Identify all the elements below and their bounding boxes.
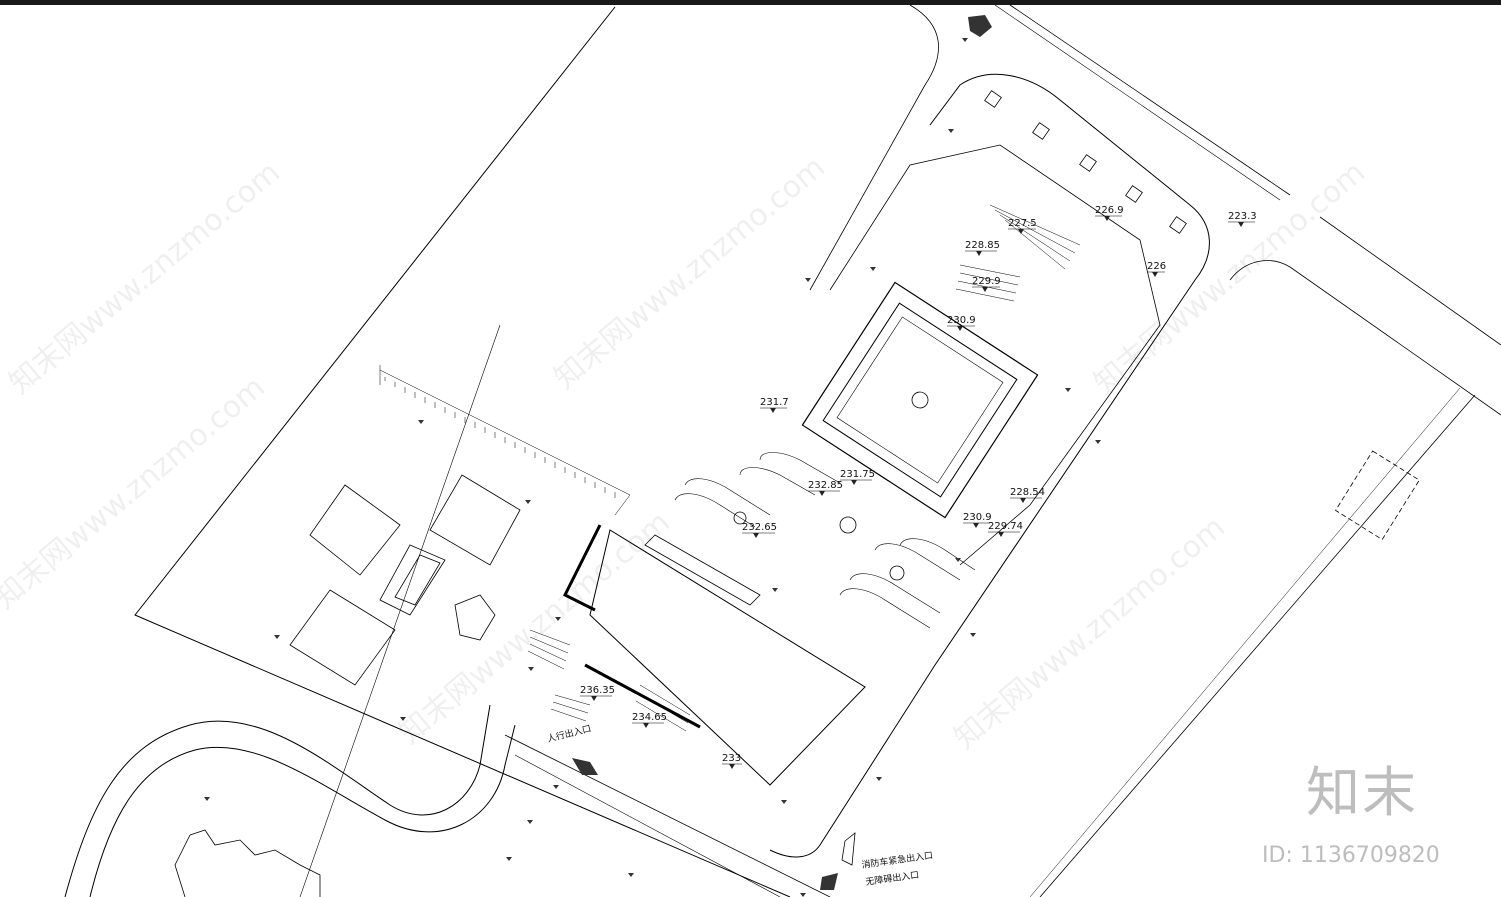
- elevation-markers: [204, 38, 1101, 897]
- road-edge-inner: [994, 5, 1281, 201]
- pedestrian-entrance-arrow: [572, 758, 598, 775]
- elevation-label: 223.3: [1228, 211, 1257, 227]
- fire-truck-entrance-label: 消防车紧急出入口: [861, 849, 934, 871]
- plaza-tree: [839, 516, 857, 534]
- watermark: 知末网www.znzmo.com: [1088, 155, 1372, 401]
- elevation-label: 234.65: [632, 712, 667, 728]
- svg-text:223.3: 223.3: [1228, 211, 1257, 222]
- plaza-paving-strips: [674, 452, 976, 629]
- diagonal-line: [299, 324, 501, 897]
- svg-text:231.75: 231.75: [840, 469, 875, 480]
- elevation-label: 230.9: [947, 315, 976, 331]
- east-road-line: [1029, 387, 1461, 897]
- stair-hatching-south: [527, 629, 691, 732]
- plaza-tree: [733, 511, 747, 525]
- site-plan-drawing: 227.5 226.9 223.3 228.85 226 229.9 230.9…: [0, 5, 1501, 897]
- retaining-wall: [562, 524, 602, 612]
- elevation-label: 228.54: [1010, 487, 1045, 503]
- building-canopy: [644, 534, 761, 606]
- sw-residence: [174, 829, 321, 897]
- elevation-label: 236.35: [580, 685, 615, 701]
- svg-text:230.9: 230.9: [963, 512, 992, 523]
- svg-text:228.54: 228.54: [1010, 487, 1045, 498]
- pedestrian-entrance-label: 人行出入口: [546, 722, 593, 745]
- elevation-label: 231.75: [840, 469, 875, 485]
- tree-markers: [984, 90, 1187, 234]
- elevation-label: 228.85: [965, 240, 1000, 256]
- elevation-label: 227.5: [1008, 218, 1037, 234]
- west-building-group: [289, 474, 521, 686]
- garden-outline: [769, 73, 1210, 858]
- svg-text:232.65: 232.65: [742, 522, 777, 533]
- elevation-label: 226: [1147, 261, 1166, 277]
- svg-text:231.7: 231.7: [760, 397, 789, 408]
- garden-inner-outline: [829, 144, 1161, 566]
- barrier-free-entrance-label: 无障碍出入口: [865, 869, 920, 888]
- slope-hatching-west: [379, 365, 631, 516]
- watermark: 知末网www.znzmo.com: [3, 155, 287, 401]
- elevation-label: 232.65: [742, 522, 777, 538]
- road-edge-north: [809, 5, 939, 291]
- dashed-structure: [1335, 450, 1420, 541]
- watermark: 知末网www.znzmo.com: [548, 150, 832, 396]
- south-road-2: [514, 754, 781, 897]
- elevation-label: 230.9: [963, 512, 992, 528]
- svg-text:226.9: 226.9: [1095, 205, 1124, 216]
- svg-text:228.85: 228.85: [965, 240, 1000, 251]
- retaining-wall: [584, 663, 701, 729]
- barrier-free-arrow: [820, 873, 838, 890]
- top-border-bar: [0, 0, 1501, 5]
- east-parcel-edge: [1229, 260, 1501, 416]
- site-boundary: [134, 6, 791, 897]
- elevation-label: 232.85: [808, 480, 843, 496]
- elevation-label: 229.9: [972, 276, 1001, 292]
- north-entrance-arrow: [968, 15, 992, 37]
- main-building: [589, 529, 866, 786]
- elevation-label-group: 227.5 226.9 223.3 228.85 226 229.9 230.9…: [580, 205, 1257, 769]
- road-edge-outer: [1009, 5, 1291, 196]
- west-road-inner: [89, 724, 516, 897]
- fire-entrance-arrow: [841, 832, 856, 866]
- elevation-label: 226.9: [1095, 205, 1124, 221]
- east-road-curve: [1039, 394, 1476, 897]
- image-id-label: ID: 1136709820: [1262, 843, 1440, 868]
- svg-text:233: 233: [722, 753, 741, 764]
- svg-text:227.5: 227.5: [1008, 218, 1037, 229]
- plaza-tree: [889, 565, 905, 581]
- brand-logo: 知末: [1306, 761, 1418, 824]
- elevation-label: 231.7: [760, 397, 789, 413]
- west-road-outer: [64, 704, 491, 897]
- elevation-label: 229.74: [988, 521, 1023, 537]
- south-road: [504, 734, 831, 897]
- svg-text:230.9: 230.9: [947, 315, 976, 326]
- central-pavilion: [801, 281, 1039, 519]
- svg-text:234.65: 234.65: [632, 712, 667, 723]
- svg-text:232.85: 232.85: [808, 480, 843, 491]
- watermark: 知末网www.znzmo.com: [948, 510, 1232, 756]
- svg-text:226: 226: [1147, 261, 1166, 272]
- east-parcel: [1319, 216, 1501, 346]
- svg-text:229.9: 229.9: [972, 276, 1001, 287]
- elevation-label: 233: [722, 753, 742, 769]
- svg-text:236.35: 236.35: [580, 685, 615, 696]
- svg-text:229.74: 229.74: [988, 521, 1023, 532]
